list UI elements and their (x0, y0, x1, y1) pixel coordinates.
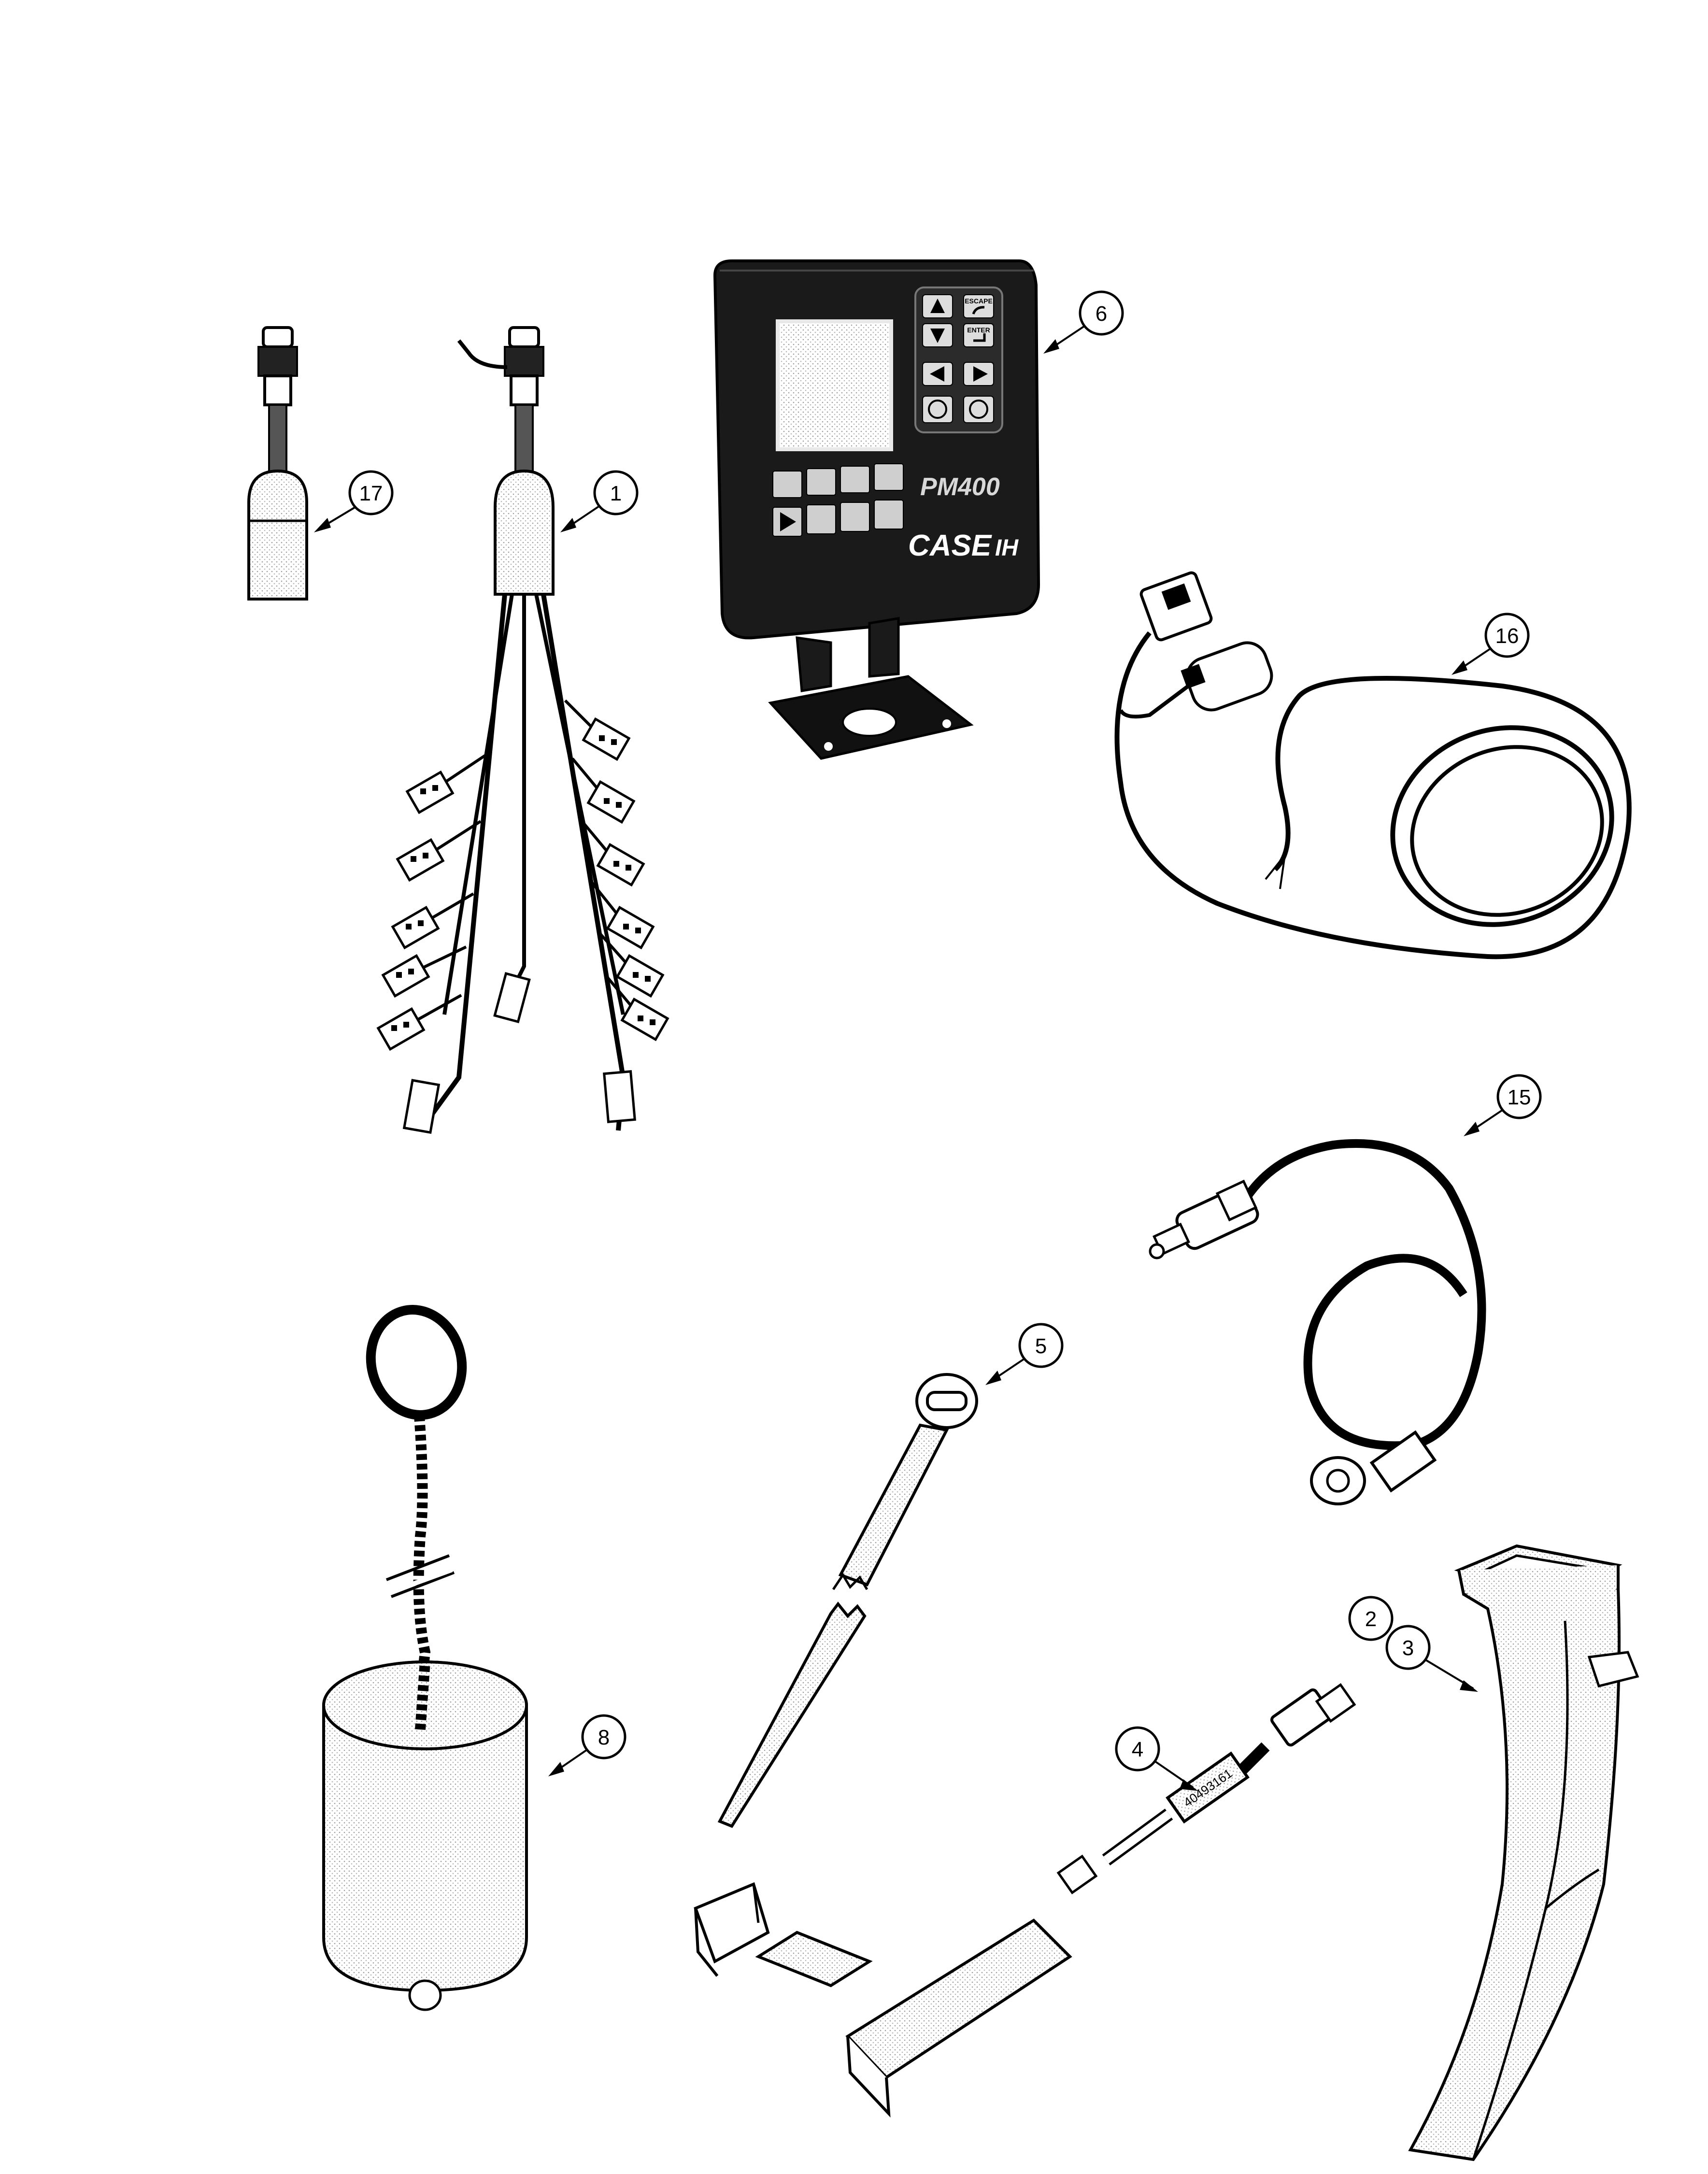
svg-text:2: 2 (1365, 1607, 1377, 1631)
svg-text:1: 1 (610, 482, 622, 505)
callout-15: 15 (1464, 1074, 1542, 1136)
part-17-harness-cap (247, 326, 308, 601)
part-8-weight-cylinder (322, 1305, 528, 2011)
svg-text:3: 3 (1402, 1636, 1414, 1660)
svg-text:4: 4 (1132, 1738, 1143, 1761)
key-enter-label: ENTER (967, 326, 990, 334)
monitor-model-label: PM400 (920, 473, 1000, 501)
svg-text:8: 8 (598, 1726, 610, 1749)
callout-8: 8 (548, 1714, 626, 1776)
part-4-seed-sensor: 40493161 (694, 1683, 1356, 2118)
callout-17: 17 (314, 470, 394, 532)
part-16-sensor-cable (1114, 571, 1632, 959)
callout-2: 2 (1348, 1596, 1394, 1641)
callout-3: 3 (1385, 1625, 1478, 1692)
svg-text:15: 15 (1508, 1086, 1531, 1109)
part-1-wiring-harness (376, 326, 669, 1134)
callout-6: 6 (1043, 290, 1124, 354)
part-6-pm400-monitor: ESCAPE ENTER PM400 CASE IH (713, 259, 1040, 760)
part-5-cable-tie (717, 1373, 978, 1828)
callout-16: 16 (1452, 613, 1530, 675)
callout-1: 1 (560, 470, 639, 532)
svg-text:6: 6 (1096, 302, 1107, 326)
callout-5: 5 (985, 1323, 1064, 1385)
svg-text:16: 16 (1495, 624, 1519, 648)
callout-4: 4 (1115, 1726, 1198, 1791)
svg-text:17: 17 (359, 482, 383, 505)
svg-text:5: 5 (1035, 1334, 1047, 1358)
monitor-brand-mark: IH (995, 535, 1019, 561)
part-2-3-seed-tube (1408, 1544, 1639, 2161)
part-15-speed-sensor-cable (1149, 1139, 1486, 1505)
monitor-screen (776, 319, 893, 451)
monitor-brand-label: CASE (908, 529, 992, 562)
key-escape-label: ESCAPE (965, 297, 993, 305)
monitor-function-keys (772, 463, 904, 537)
